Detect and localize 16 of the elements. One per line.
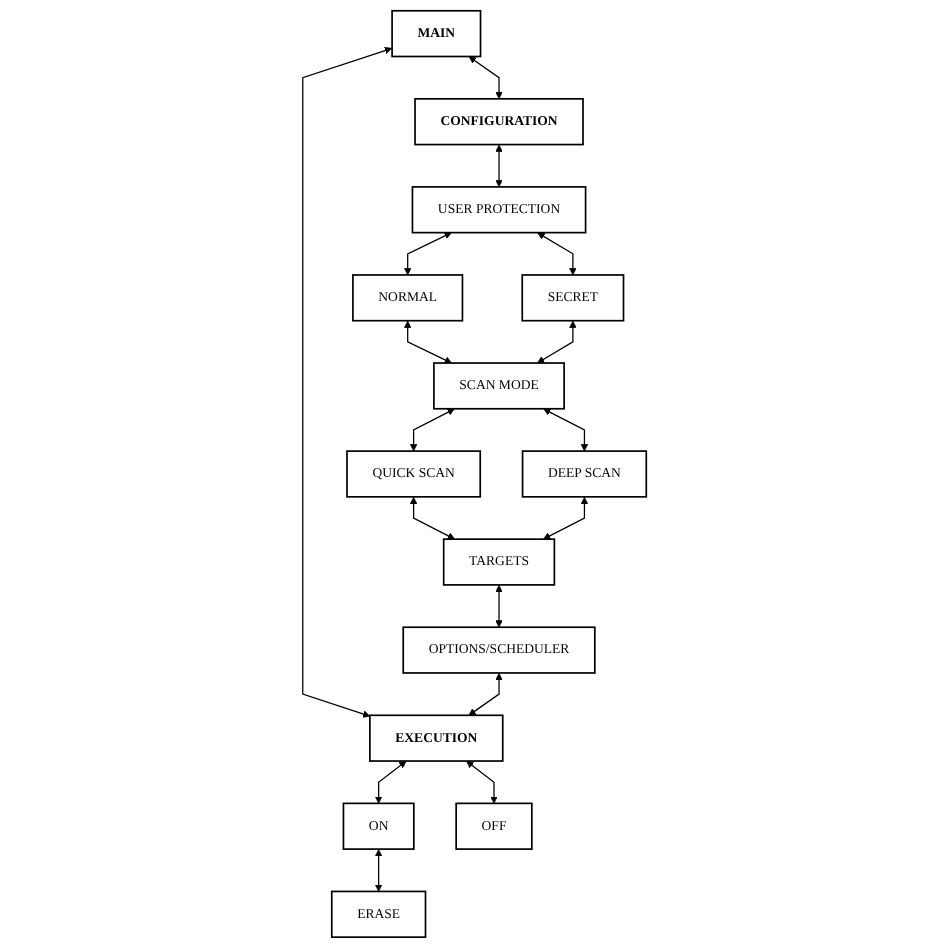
arrow <box>536 232 577 276</box>
arrow <box>542 408 588 452</box>
arrow <box>301 46 392 718</box>
arrow <box>468 673 503 716</box>
arrow <box>409 408 455 452</box>
arrow <box>494 144 503 188</box>
arrow <box>403 232 452 276</box>
arrow <box>409 496 455 540</box>
arrow <box>374 849 382 892</box>
arrow <box>542 496 588 540</box>
arrow <box>468 56 503 100</box>
arrow <box>465 760 498 804</box>
arrow <box>494 584 503 628</box>
arrow <box>403 320 452 364</box>
arrow <box>536 320 577 364</box>
arrow <box>374 760 406 804</box>
